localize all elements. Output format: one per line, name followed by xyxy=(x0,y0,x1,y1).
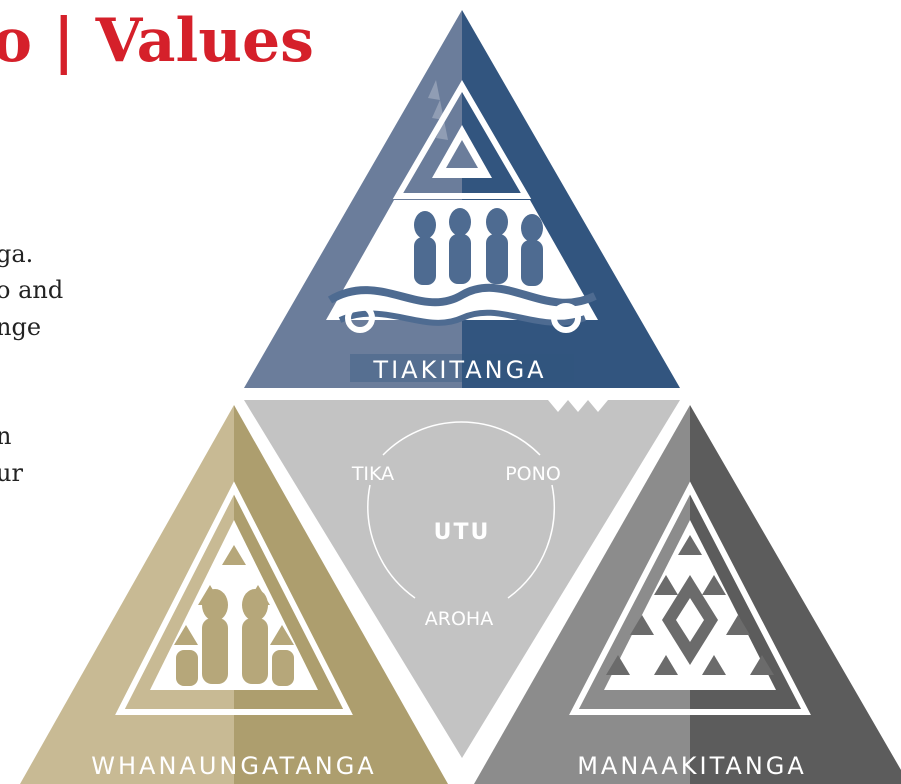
manaakitanga-label: MANAAKITANGA xyxy=(577,752,807,780)
body-text-line-6: ur xyxy=(0,459,23,487)
tiakitanga-triangle: TIAKITANGA xyxy=(244,10,680,388)
body-text-line-1: ga. xyxy=(0,240,34,268)
utu-label: UTU xyxy=(434,520,491,545)
tika-label: TIKA xyxy=(351,463,394,485)
tiakitanga-label: TIAKITANGA xyxy=(372,356,546,384)
body-text-line-5: n xyxy=(0,422,12,450)
whanaungatanga-label: WHANAUNGATANGA xyxy=(91,752,376,780)
center-triangle: TIKA PONO UTU AROHA xyxy=(244,400,680,758)
page-heading: o | Values xyxy=(0,6,314,76)
body-text-line-2: o and xyxy=(0,276,64,304)
aroha-label: AROHA xyxy=(425,608,493,630)
pono-label: PONO xyxy=(505,463,561,485)
body-text-line-3: nge xyxy=(0,313,42,341)
